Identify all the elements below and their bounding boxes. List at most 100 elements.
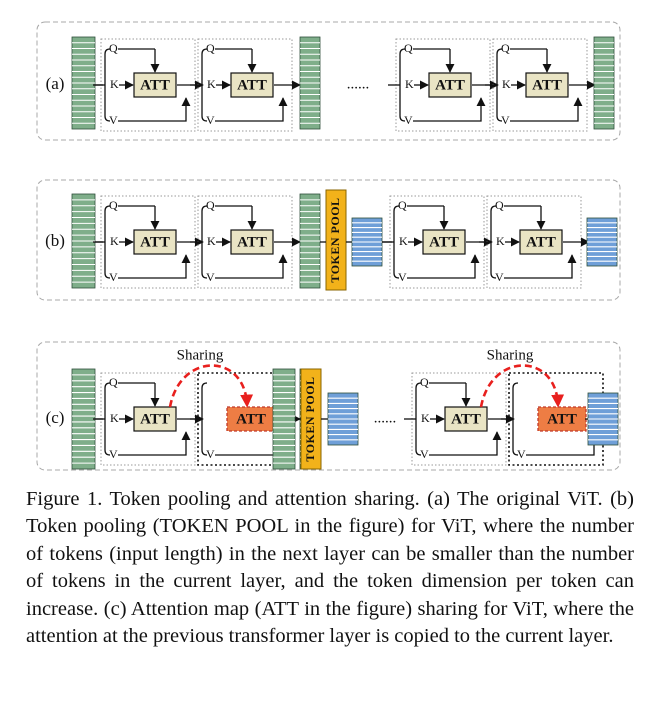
att-shared-box	[537, 406, 587, 432]
q-label: Q	[109, 375, 118, 389]
pooled-token-stack	[351, 217, 383, 267]
att-label: ATT	[526, 234, 556, 250]
k-label: K	[502, 77, 511, 91]
token-stack	[299, 36, 321, 130]
v-label: V	[206, 113, 215, 127]
att-box	[525, 72, 569, 98]
v-label: V	[206, 447, 215, 461]
v-arrow	[215, 254, 288, 279]
k-label: K	[421, 411, 430, 425]
token-stack-fill	[71, 368, 96, 470]
k-label: K	[110, 77, 119, 91]
token-stack	[71, 36, 96, 130]
att-label: ATT	[140, 234, 170, 250]
v-arrow	[118, 254, 191, 279]
att-label: ATT	[429, 234, 459, 250]
att-box	[428, 72, 472, 98]
att-box	[519, 229, 563, 255]
qkv-bus	[415, 382, 422, 456]
ellipsis: ......	[347, 76, 370, 92]
att-shared-label: ATT	[236, 411, 266, 427]
qkv-bus	[201, 48, 208, 122]
q-label: Q	[495, 198, 504, 212]
sharing-label: Sharing	[177, 347, 224, 363]
v-arrow	[510, 97, 583, 122]
v-label: V	[109, 113, 118, 127]
pooled-token-stack	[587, 392, 619, 446]
qkv-bus	[393, 205, 400, 279]
sharing-arrow	[168, 364, 254, 408]
panel-a-frame	[36, 21, 621, 141]
qkv-bus	[104, 382, 111, 456]
v-label: V	[109, 270, 118, 284]
panel-1-label: (b)	[45, 231, 65, 250]
token-pool-b	[325, 189, 347, 291]
token-stack-c	[272, 368, 296, 470]
token-stack	[71, 368, 96, 470]
panel-c-frame	[36, 341, 621, 471]
att-box	[133, 406, 177, 432]
v-arrow	[215, 97, 288, 122]
token-stack	[299, 193, 321, 289]
k-label: K	[496, 234, 505, 248]
v-arrow	[118, 97, 191, 122]
att-box	[133, 229, 177, 255]
figure-diagram: (a) Q K V ATT Q K V ATT...... Q K V ATT Q K V ATT (b) Q K V A…	[36, 21, 621, 471]
q-label: Q	[420, 375, 429, 389]
k-label: K	[110, 234, 119, 248]
v-label: V	[109, 447, 118, 461]
k-label: K	[399, 234, 408, 248]
k-label: K	[207, 234, 216, 248]
att-box	[444, 406, 488, 432]
token-pool-label: TOKEN POOL	[328, 197, 342, 282]
att-label: ATT	[237, 234, 267, 250]
v-arrow	[429, 431, 502, 456]
att-label: ATT	[435, 77, 465, 93]
q-label: Q	[109, 41, 118, 55]
att-label: ATT	[532, 77, 562, 93]
k-label: K	[405, 77, 414, 91]
k-label: K	[207, 77, 216, 91]
v-label: V	[206, 270, 215, 284]
token-pool-label: TOKEN POOL	[303, 376, 317, 461]
v-arrow	[118, 431, 191, 456]
att-shared-box	[226, 406, 276, 432]
token-stack	[593, 36, 615, 130]
q-label: Q	[206, 41, 215, 55]
att-box	[133, 72, 177, 98]
att-box	[230, 72, 274, 98]
q-label: Q	[109, 198, 118, 212]
q-label: Q	[206, 198, 215, 212]
pooled-token-stack	[586, 217, 618, 267]
q-label: Q	[404, 41, 413, 55]
q-label: Q	[501, 41, 510, 55]
v-arrow	[407, 254, 480, 279]
att-box	[230, 229, 274, 255]
k-label: K	[110, 411, 119, 425]
v-label: V	[495, 270, 504, 284]
att-label: ATT	[140, 411, 170, 427]
v-arrow	[413, 97, 486, 122]
qkv-bus	[490, 205, 497, 279]
v-arrow	[504, 254, 577, 279]
v-label: V	[404, 113, 413, 127]
pooled-token-stack	[327, 392, 359, 446]
qkv-bus	[496, 48, 503, 122]
qkv-bus	[104, 205, 111, 279]
qkv-bus	[201, 205, 208, 279]
panel-0-label: (a)	[46, 74, 65, 93]
qkv-bus	[104, 48, 111, 122]
ellipsis: ......	[374, 410, 397, 426]
q-label: Q	[398, 198, 407, 212]
att-label: ATT	[140, 77, 170, 93]
att-box	[422, 229, 466, 255]
v-label: V	[501, 113, 510, 127]
qkv-bus	[201, 382, 208, 456]
qkv-bus	[399, 48, 406, 122]
att-label: ATT	[237, 77, 267, 93]
qkv-bus	[512, 382, 519, 456]
v-label: V	[517, 447, 526, 461]
v-label: V	[398, 270, 407, 284]
v-arrow	[526, 431, 599, 456]
sharing-label: Sharing	[487, 347, 534, 363]
